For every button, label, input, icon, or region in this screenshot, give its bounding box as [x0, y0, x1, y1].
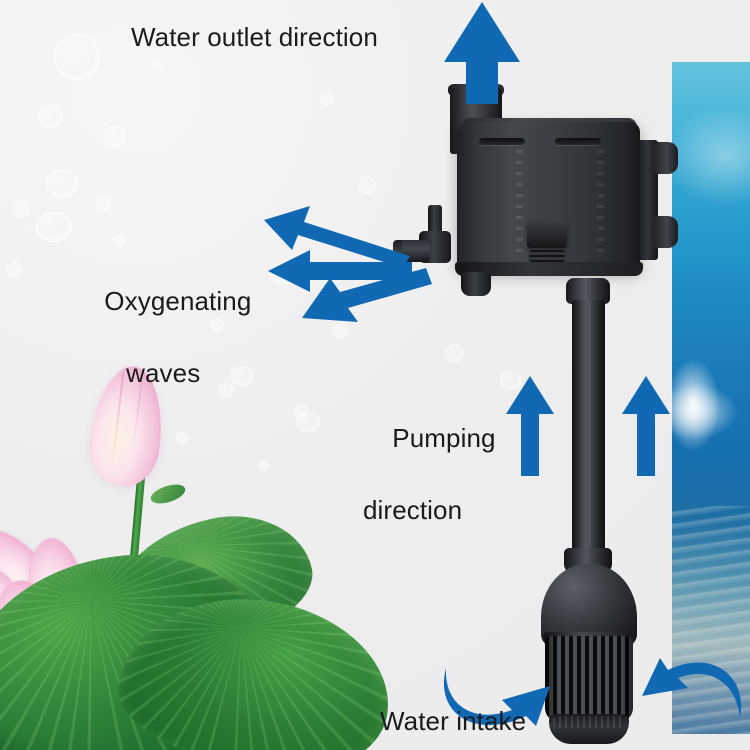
oxygenating-arrow-lower [302, 268, 432, 322]
label-oxygenating-line1: Oxygenating [104, 285, 252, 316]
mounting-bracket [636, 140, 658, 260]
intake-arrow-left [443, 668, 550, 726]
intake-arrow-right [642, 658, 742, 718]
pump-latch-clip [527, 218, 567, 248]
underwater-photo-strip [665, 62, 750, 734]
tube-seam [589, 300, 591, 558]
label-pumping-line1: Pumping [392, 422, 496, 453]
intake-strainer-cage [545, 636, 633, 722]
tube-collar-top [566, 278, 610, 304]
pumping-arrow-right [622, 376, 670, 476]
suction-cup-lower [654, 216, 678, 248]
air-valve-cap [393, 240, 402, 262]
pump-housing-base [455, 262, 643, 276]
label-pumping-direction: Pumping direction [363, 385, 496, 600]
pump-vent-column-left [516, 150, 523, 254]
extension-tube [572, 300, 605, 558]
air-valve-stem [428, 205, 442, 235]
pump-vent-column-right [597, 150, 604, 254]
label-oxygenating-line2: waves [126, 357, 201, 388]
strainer-base-grid [553, 716, 625, 728]
oxygenating-arrow-upper [264, 206, 410, 268]
water-light-glow [665, 357, 721, 452]
label-pumping-line2: direction [363, 494, 463, 525]
pump-lower-port [461, 272, 491, 296]
label-water-intake: Water intake [380, 706, 527, 736]
label-water-outlet-direction: Water outlet direction [131, 22, 378, 52]
pump-latch-grip [529, 250, 565, 262]
water-outlet-arrow [444, 2, 520, 104]
oxygenating-arrow-middle [268, 250, 412, 292]
label-oxygenating-waves: Oxygenating waves [75, 248, 251, 463]
strainer-base [549, 714, 629, 744]
suction-cup-upper [654, 142, 678, 174]
pumping-arrow-left [506, 376, 554, 476]
